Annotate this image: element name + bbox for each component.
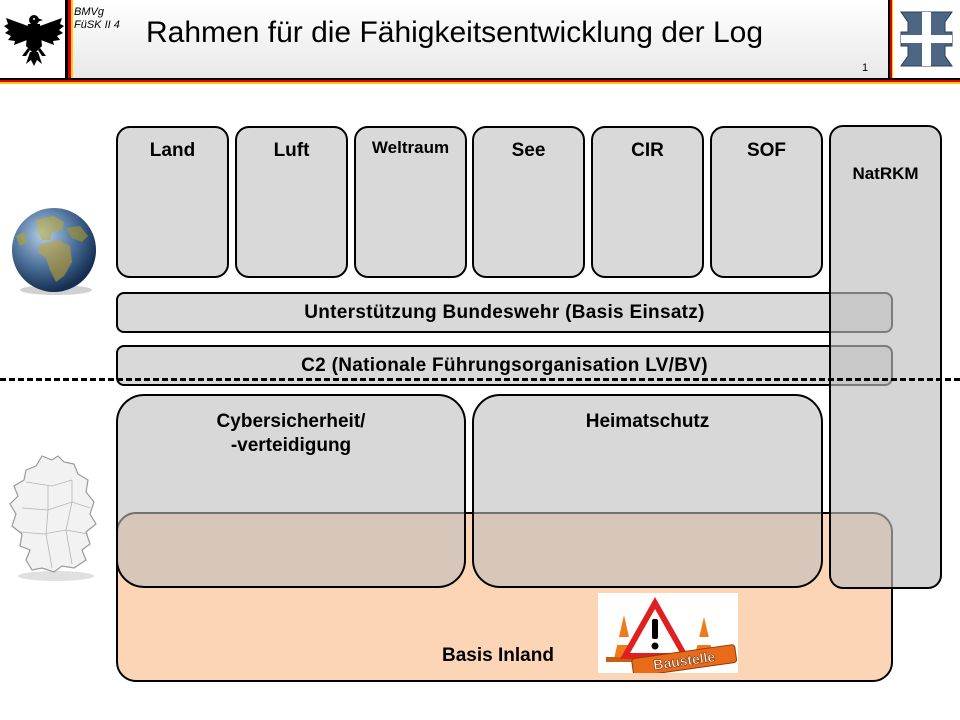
domain-label: Land (149, 140, 196, 161)
federal-eagle-icon (4, 15, 64, 66)
page-number: 1 (862, 62, 869, 74)
domain-label: See (511, 140, 546, 161)
org-label: BMVg FüSK II 4 (74, 6, 120, 32)
flag-stripe-gold (71, 0, 73, 78)
eagle-logo-box (0, 0, 68, 78)
dashed-separator (0, 378, 960, 381)
org-line-2: FüSK II 4 (74, 19, 120, 31)
domain-box-luft: Luft (235, 126, 348, 278)
domain-box-sof: SOF (710, 126, 823, 278)
basis-inland-label: Basis Inland (442, 645, 554, 666)
domain-label: Luft (273, 140, 310, 161)
cross-logo-box (893, 0, 960, 78)
org-line-1: BMVg (74, 6, 104, 18)
construction-sign-icon: Baustelle (598, 593, 738, 673)
domain-box-see: See (472, 126, 585, 278)
header-underline-red (0, 80, 960, 82)
slide-title: Rahmen für die Fähigkeitsentwicklung der… (146, 16, 764, 49)
cyber-box: Cybersicherheit/ -verteidigung (116, 394, 466, 588)
cyber-label-line1: Cybersicherheit/ (216, 411, 366, 432)
domain-box-land: Land (116, 126, 229, 278)
domain-label: SOF (746, 140, 787, 161)
heimatschutz-label: Heimatschutz (585, 411, 710, 432)
natrkm-label: NatRKM (852, 164, 919, 183)
domain-box-weltraum: Weltraum (354, 126, 467, 278)
cyber-label-line2: -verteidigung (230, 435, 352, 456)
iron-cross-icon (900, 11, 953, 67)
header-underline-black (0, 78, 960, 80)
heimatschutz-box: Heimatschutz (472, 394, 823, 588)
support-bar: Unterstützung Bundeswehr (Basis Einsatz) (116, 292, 893, 333)
domain-box-cir: CIR (591, 126, 704, 278)
flag-stripe-red (68, 0, 71, 78)
header-bar: BMVg FüSK II 4 Rahmen für die Fähigkeits… (0, 0, 960, 78)
domain-label: Weltraum (371, 138, 450, 157)
domain-label: CIR (631, 140, 664, 161)
germany-map-icon (9, 455, 97, 581)
header-underline-gold (0, 82, 960, 84)
flag-stripe-black (65, 0, 68, 78)
flag-stripe-black-right (888, 0, 890, 78)
natrkm-box: NatRKM (829, 125, 942, 589)
globe-icon (12, 208, 96, 295)
flag-stripe-red-right (890, 0, 892, 78)
